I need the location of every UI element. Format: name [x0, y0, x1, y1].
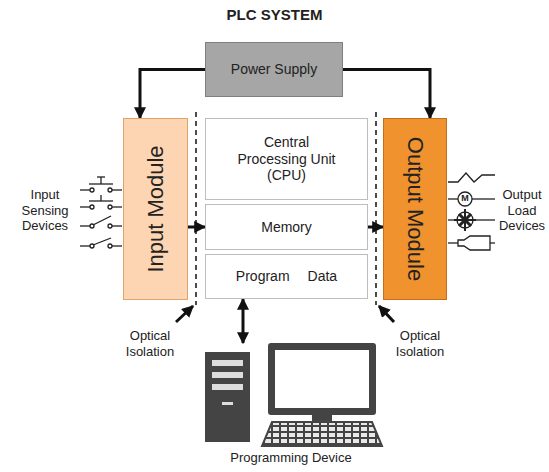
box-label: Power Supply — [231, 61, 317, 78]
output-module-box: Output Module — [383, 118, 447, 300]
connector-arrow — [188, 226, 205, 229]
program-data-box: Program Data — [205, 254, 368, 299]
callout-label: Optical Isolation — [115, 328, 185, 359]
node-content: Output Module — [384, 119, 446, 299]
box-label: Data — [308, 268, 338, 285]
node-content: Input Module — [124, 119, 187, 299]
computer-tower — [205, 352, 250, 442]
connector-arrow — [140, 70, 205, 119]
memory-box: Memory — [205, 204, 368, 250]
module-label: Input Module — [142, 145, 168, 272]
leader-arrow — [176, 306, 193, 322]
diagram-title: PLC SYSTEM — [0, 6, 549, 23]
node-content: Central Processing Unit (CPU) — [206, 119, 367, 199]
computer-monitor — [262, 343, 382, 446]
box-label: Program — [236, 268, 290, 285]
box-label: Programming Device — [230, 450, 351, 466]
leader-arrow — [379, 306, 394, 322]
node-content: Programming Device — [201, 344, 381, 469]
switch-symbols — [80, 177, 122, 248]
node-content: Power Supply — [206, 43, 342, 96]
node-content: Memory — [206, 205, 367, 249]
isolation-line — [375, 112, 377, 305]
box-label: Central Processing Unit (CPU) — [232, 134, 342, 184]
box-label: Memory — [261, 219, 312, 236]
device-group-label: Output Load Devices — [497, 187, 547, 234]
connector-arrow — [242, 299, 245, 343]
load-symbols — [448, 173, 495, 250]
cpu-box: Central Processing Unit (CPU) — [205, 118, 368, 200]
input-module-box: Input Module — [123, 118, 188, 300]
power-supply-box: Power Supply — [205, 42, 343, 97]
connector-arrow — [343, 70, 430, 119]
connector-arrow — [368, 226, 383, 229]
device-group-label: Input Sensing Devices — [16, 187, 74, 234]
isolation-line — [195, 112, 197, 305]
programming-device: Programming Device — [200, 343, 382, 470]
callout-label: Optical Isolation — [385, 328, 455, 359]
module-label: Output Module — [402, 137, 428, 281]
motor-symbol-letter: M — [459, 194, 471, 203]
node-content: Program Data — [206, 255, 367, 298]
